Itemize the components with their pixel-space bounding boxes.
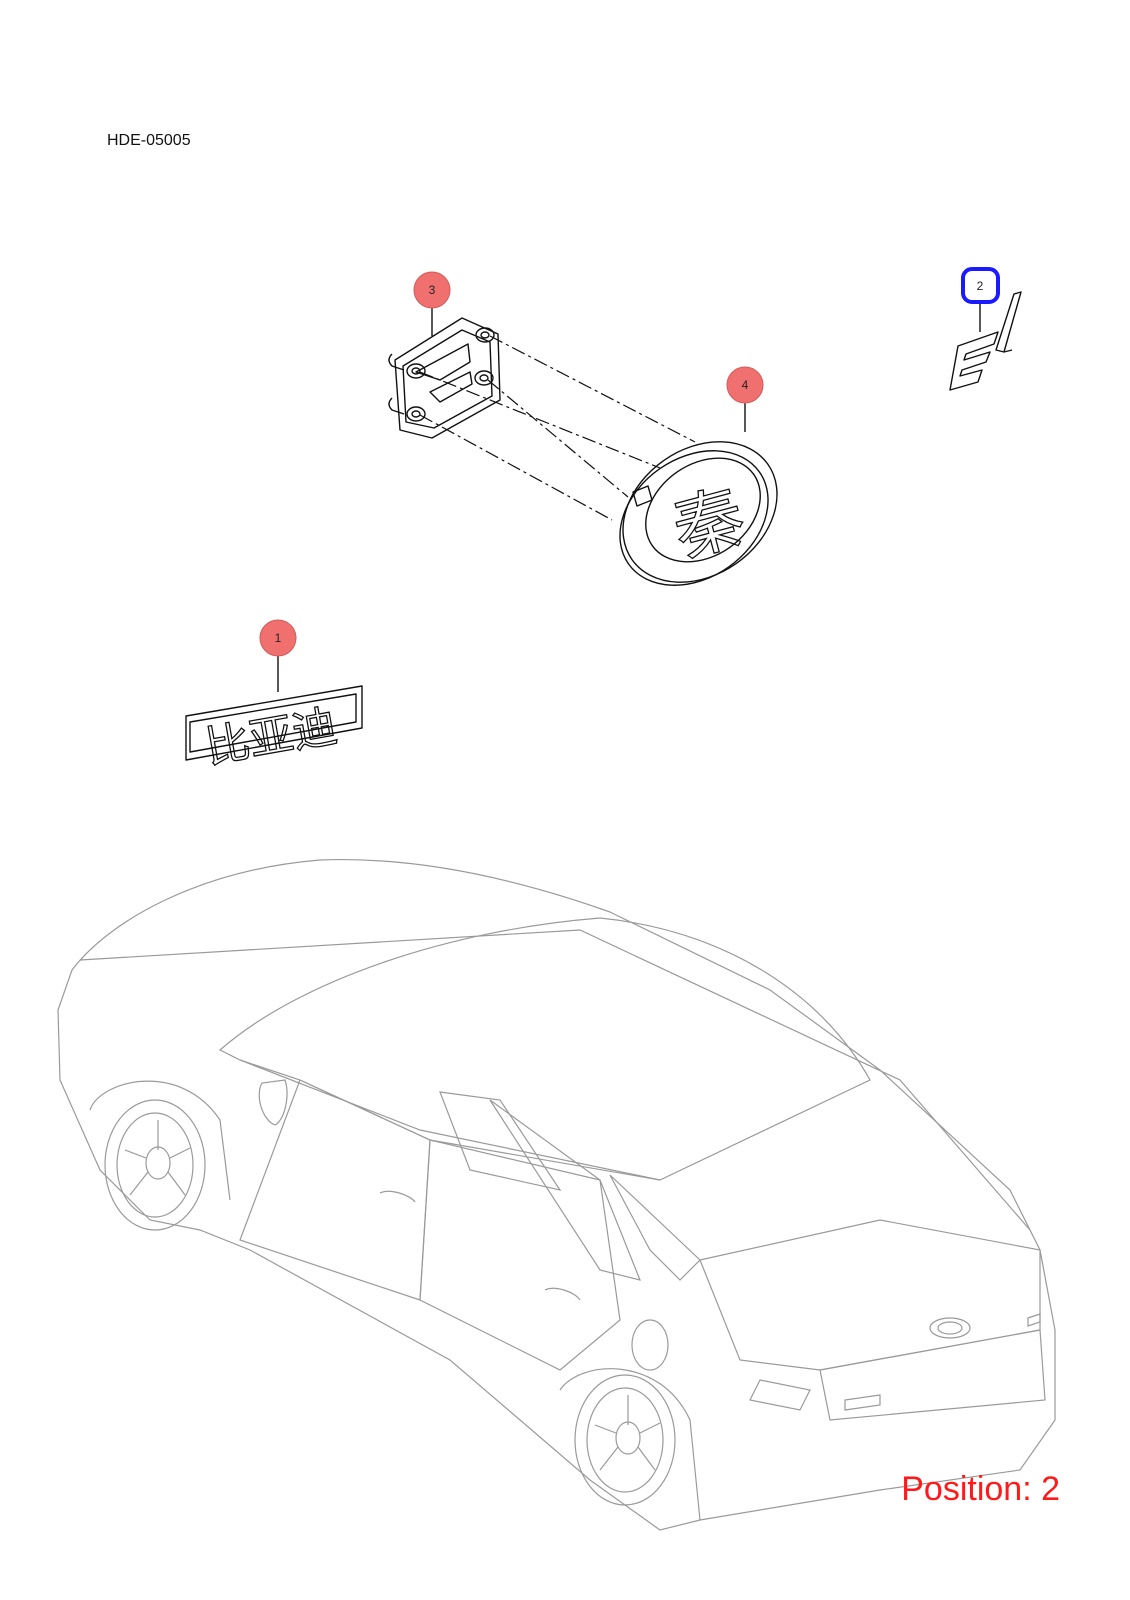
- svg-text:1: 1: [275, 631, 282, 645]
- position-label: Position: 2: [901, 1470, 1060, 1508]
- qin-character: 秦: [665, 475, 754, 572]
- svg-text:3: 3: [429, 283, 436, 297]
- callout-2[interactable]: 2: [961, 267, 1000, 304]
- diagram-code: HDE-05005: [107, 132, 191, 149]
- bracket-part[interactable]: [388, 317, 501, 439]
- qin-badge-part[interactable]: 秦: [594, 413, 804, 613]
- callout-3[interactable]: 3: [413, 271, 451, 309]
- byd-characters: 比亚迪: [202, 701, 341, 774]
- callout-4[interactable]: 4: [726, 366, 764, 404]
- ev-emblem-part[interactable]: [949, 291, 1022, 391]
- projection-lines: [419, 335, 696, 521]
- callout-1[interactable]: 1: [259, 619, 297, 657]
- svg-text:4: 4: [742, 378, 749, 392]
- car-silhouette: [57, 858, 1056, 1531]
- svg-text:2: 2: [977, 279, 984, 293]
- byd-emblem-part[interactable]: 比亚迪: [185, 685, 363, 775]
